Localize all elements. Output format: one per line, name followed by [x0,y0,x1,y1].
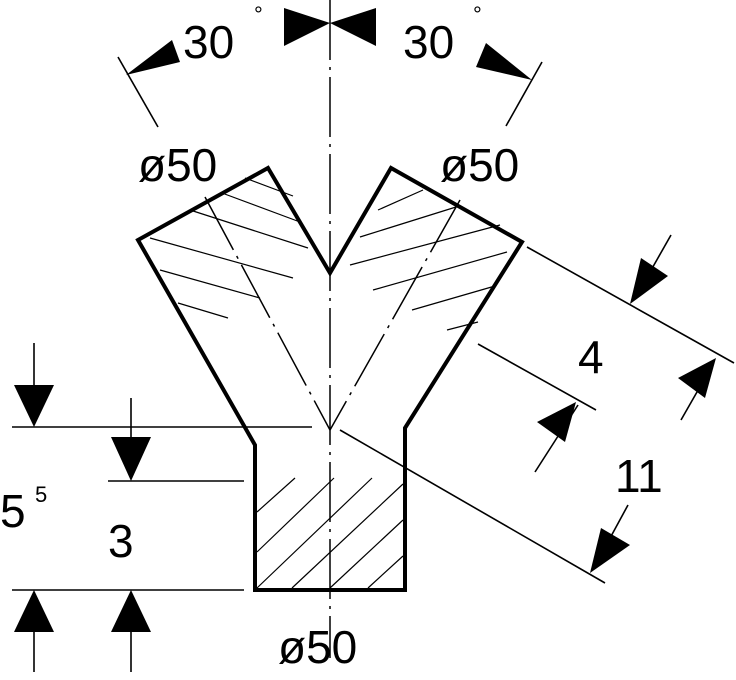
arrow-dim-11-lower [590,528,630,573]
diameter-top-left-label: ø50 [138,139,217,191]
hatching-right-arm [349,189,508,331]
arrow-dim-3-lower [111,590,151,632]
arrow-angle-right-outer [476,43,532,80]
angle-right-label: 30 [403,16,454,68]
y-branch-outline [135,165,525,592]
angle-left-degree: ° [254,2,263,27]
angle-right-degree: ° [473,2,482,27]
angle-arrows [126,8,532,80]
right-dimension-extension-lines [339,234,735,584]
hatching-stem [256,477,404,589]
left-dimension-arrows [14,385,151,632]
dim-4-label: 4 [578,331,604,383]
diameter-bottom-label: ø50 [278,621,357,673]
arrow-dim-5-5-upper [14,385,54,427]
angle-extension-lines [117,56,543,128]
center-lines [204,0,461,658]
dim-3-label: 3 [108,515,134,567]
angle-left-label: 30 [183,16,234,68]
dim-5-5-label: 5 [0,485,26,537]
right-dimension-arrows [537,258,716,573]
arrow-dim-3-upper [111,437,151,481]
arrow-dim-11-upper [678,358,716,398]
left-dimension-extension-lines [12,343,312,672]
arrow-angle-left-outer [126,40,180,75]
arrow-dim-4-lower [537,402,576,442]
arrow-dim-5-5-lower [14,590,54,632]
hatching-left-arm [149,177,309,319]
dim-11-label: 11 [615,450,663,502]
arrow-angle-left-inner [284,8,330,46]
arrow-angle-right-inner [330,8,376,46]
dim-5-5-superscript: 5 [35,482,47,507]
arrow-dim-4-upper [630,258,668,304]
diameter-top-right-label: ø50 [440,139,519,191]
